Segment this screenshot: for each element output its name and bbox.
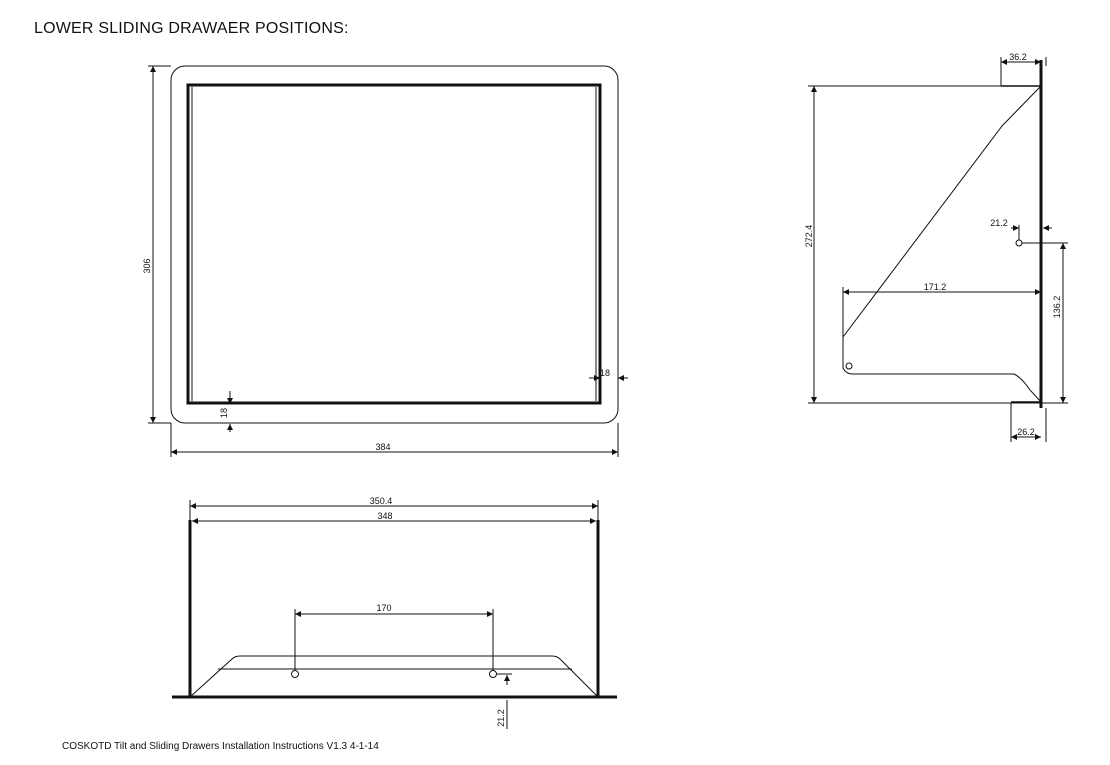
front-bracket-outline	[189, 655, 599, 698]
dim-side-height: 272.4	[804, 225, 814, 248]
bracket-hole-upper	[1015, 239, 1023, 247]
bracket-outline	[842, 85, 1042, 403]
page-title: LOWER SLIDING DRAWAER POSITIONS:	[34, 20, 349, 37]
outer-frame	[170, 65, 619, 424]
bracket-hole-lower	[845, 362, 853, 370]
dim-inner-width: 348	[377, 511, 392, 521]
front-hole-right	[489, 670, 497, 678]
dim-bottom-width: 26.2	[1017, 427, 1035, 437]
dim-hole-height: 136.2	[1052, 296, 1062, 319]
side-view: 272.4 36.2 21.2 171.2 136.2 26.2	[804, 52, 1068, 442]
footer-text: COSKOTD Tilt and Sliding Drawers Install…	[62, 741, 379, 752]
dim-hole-spacing: 170	[376, 603, 391, 613]
dim-height: 306	[142, 258, 152, 273]
inner-opening	[186, 83, 602, 405]
dim-bottom-margin: 18	[219, 408, 229, 418]
dim-width: 384	[375, 442, 390, 452]
dim-outer-width: 350.4	[370, 496, 393, 506]
top-view: 306 384 18 18	[142, 65, 628, 457]
dim-depth: 171.2	[924, 282, 947, 292]
dim-front-hole-height: 21.2	[496, 709, 506, 727]
front-hole-left	[291, 670, 299, 678]
dim-right-margin: 18	[600, 368, 610, 378]
dim-hole-offset: 21.2	[990, 218, 1008, 228]
dim-top-width: 36.2	[1009, 52, 1027, 62]
front-view: 350.4 348 170 21.2	[172, 496, 617, 729]
